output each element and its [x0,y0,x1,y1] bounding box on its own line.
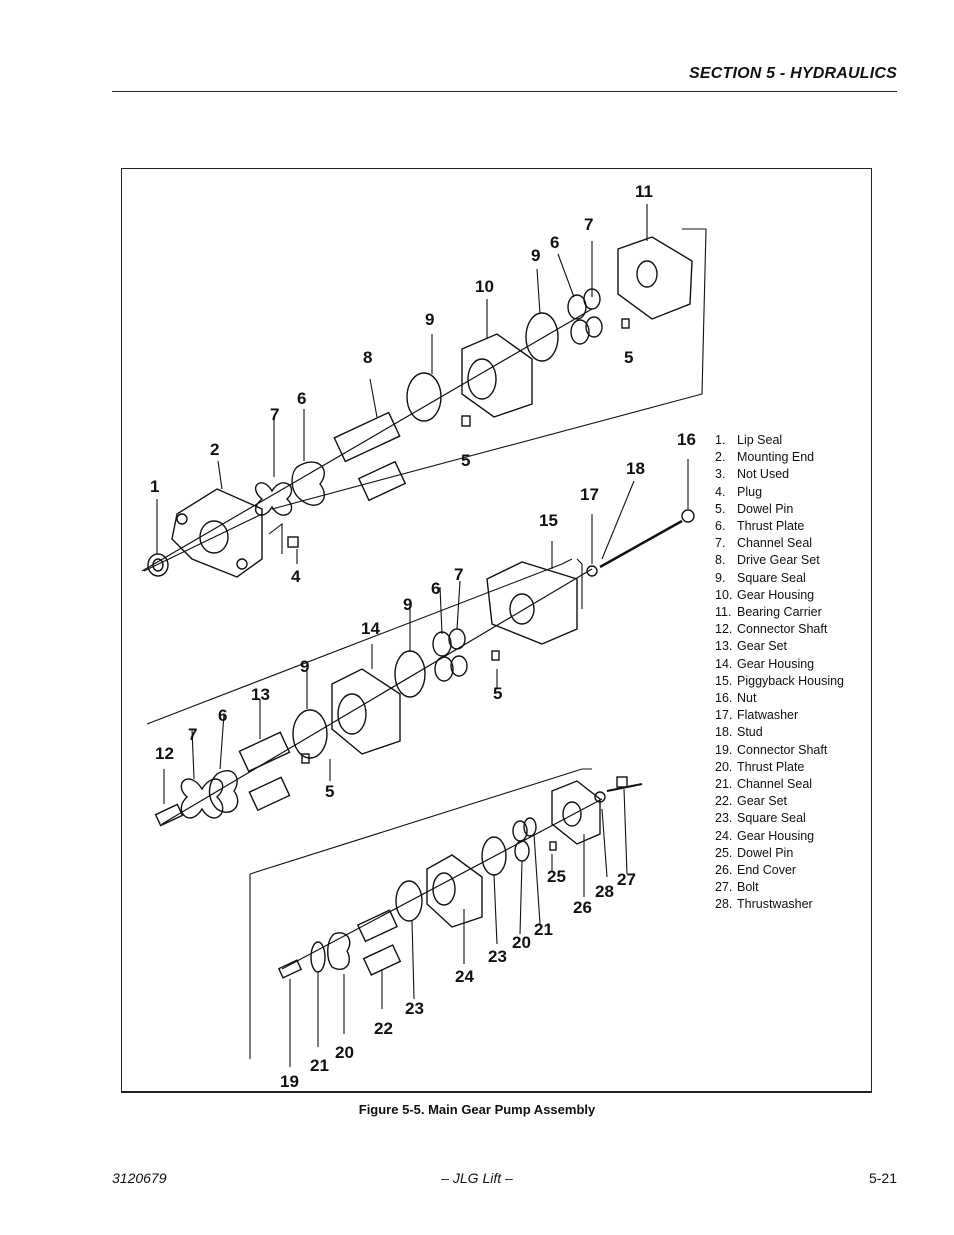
callout-7: 7 [584,215,594,234]
legend-item: 5.Dowel Pin [715,501,794,516]
callout-17: 17 [580,485,599,504]
callout-22: 22 [374,1019,393,1038]
legend-item: 10.Gear Housing [715,587,815,602]
legend-item: 1.Lip Seal [715,433,783,447]
callout-1: 1 [150,477,160,496]
legend-item: 23.Square Seal [715,811,806,826]
bottom-module-parts [277,776,643,979]
callout-23b: 23 [405,999,424,1018]
callout-8: 8 [363,348,373,367]
legend-item: 15.Piggyback Housing [715,673,845,688]
callout-21b: 21 [310,1056,329,1075]
legend-item: 12.Connector Shaft [715,622,828,637]
parts-legend: 1.Lip Seal 2.Mounting End 3.Not Used 4.P… [715,432,865,914]
top-module-parts [141,236,693,578]
channel-seal-part [255,482,293,516]
leader-lines [156,204,689,1067]
callout-26: 26 [573,898,592,917]
callout-2: 2 [210,440,220,459]
callout-9b: 9 [425,310,435,329]
legend-item: 14.Gear Housing [715,656,815,671]
doc-number: 3120679 [112,1170,167,1186]
gear-housing-mid-part [331,668,401,755]
callout-18: 18 [626,459,645,478]
legend-item: 11.Bearing Carrier [715,605,822,620]
legend-item: 6.Thrust Plate [715,519,805,534]
exploded-view-drawing [141,204,707,1067]
connector-shaft-part [154,803,184,827]
plug-part [287,536,299,548]
callout-9d: 9 [300,657,310,676]
figure-caption: Figure 5-5. Main Gear Pump Assembly [358,1102,596,1117]
callout-7c: 7 [454,565,464,584]
dowel-pin-part [461,415,471,427]
callout-9c: 9 [403,595,413,614]
callout-7d: 7 [188,725,198,744]
brand-footer: – JLG Lift – [441,1170,513,1186]
bearing-carrier-part [617,236,693,320]
legend-item: 25.Dowel Pin [715,845,794,860]
callout-21: 21 [534,920,553,939]
legend-item: 7.Channel Seal [715,536,813,551]
legend-item: 22.Gear Set [715,794,788,809]
callout-6: 6 [550,233,560,252]
callout-24: 24 [455,967,474,986]
callout-6c: 6 [431,579,441,598]
section-title: SECTION 5 - HYDRAULICS [689,65,897,82]
callout-5: 5 [624,348,634,367]
legend-item: 28.Thrustwasher [715,897,813,912]
mounting-end-part [171,488,263,578]
callout-9: 9 [531,246,541,265]
callout-25: 25 [547,867,566,886]
legend-item: 26.End Cover [715,863,797,878]
callout-23: 23 [488,947,507,966]
callout-20: 20 [512,933,531,952]
page-header: SECTION 5 - HYDRAULICS [112,63,897,92]
module-outlines [143,228,707,1059]
legend-item: 27.Bolt [715,880,759,895]
callout-14: 14 [361,619,380,638]
legend-item: 17.Flatwasher [715,708,799,723]
callout-13: 13 [251,685,270,704]
callout-20b: 20 [335,1043,354,1062]
callout-5b: 5 [461,451,471,470]
callout-11: 11 [635,182,653,201]
legend-item: 20.Thrust Plate [715,759,805,774]
legend-item: 3.Not Used [715,467,790,482]
callout-6b: 6 [297,389,307,408]
page-number: 5-21 [868,1170,897,1186]
callout-12: 12 [155,744,174,763]
lip-seal-part [147,553,169,577]
gear-housing-part [461,333,533,418]
figure-box: 11 7 6 9 10 9 8 5 5 7 6 2 1 4 16 18 17 1… [121,168,872,1093]
legend-item: 24.Gear Housing [715,828,815,843]
callout-10: 10 [475,277,494,296]
callout-6d: 6 [218,706,228,725]
callout-28: 28 [595,882,614,901]
legend-item: 21.Channel Seal [715,777,813,792]
legend-item: 8.Drive Gear Set [715,553,820,568]
piggyback-housing-part [486,561,578,645]
callout-15: 15 [539,511,558,530]
callout-5d: 5 [325,782,335,801]
square-seal-part [406,372,442,422]
callout-7b: 7 [270,405,280,424]
thrust-plate-part [291,461,326,506]
legend-item: 2.Mounting End [715,450,815,465]
drive-gear-part [333,411,401,463]
legend-item: 16.Nut [715,691,757,706]
callout-19: 19 [280,1072,299,1091]
legend-item: 4.Plug [715,484,763,499]
legend-item: 19.Connector Shaft [715,742,828,757]
legend-item: 18.Stud [715,725,763,740]
legend-item: 9.Square Seal [715,570,806,585]
callout-16: 16 [677,430,696,449]
callout-5c: 5 [493,684,503,703]
legend-item: 13.Gear Set [715,639,788,654]
callout-4: 4 [291,567,301,586]
middle-module-parts [154,509,695,827]
callout-27: 27 [617,870,636,889]
